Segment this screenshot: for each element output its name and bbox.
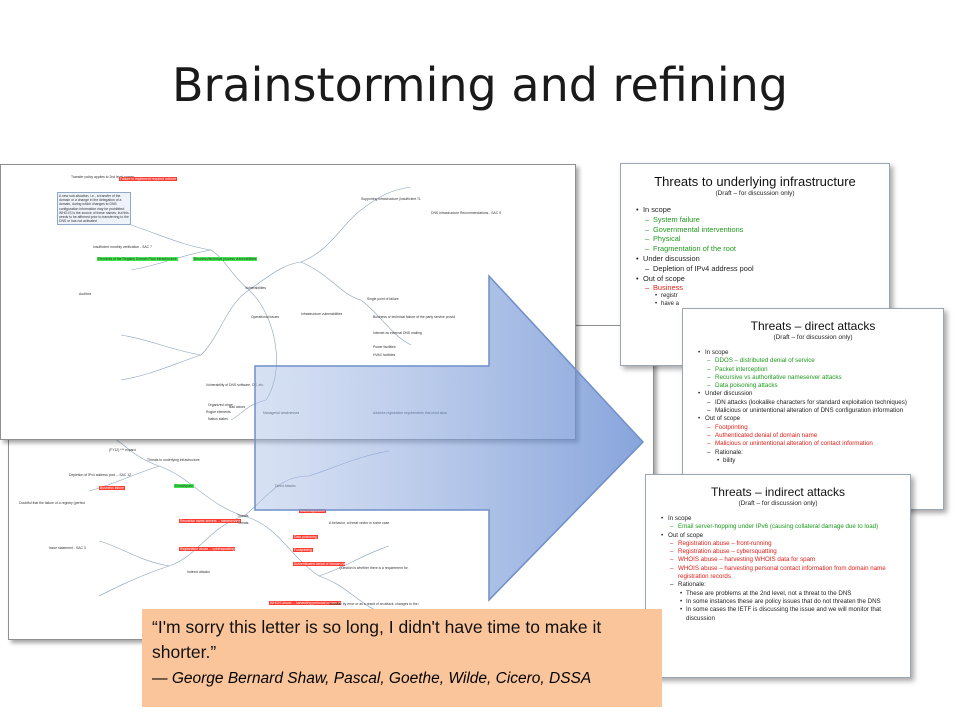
- mindmap-node: Footprinting: [293, 548, 313, 553]
- mindmap-node: Misconfiguration: [299, 509, 326, 514]
- bullet-level-1: Out of scope: [698, 415, 929, 424]
- mindmap-node: Auditors: [79, 292, 92, 296]
- mindmap-node: Elements of the Registry Domain Flow Inf…: [97, 257, 178, 262]
- mindmap-node: A behavior, a threat vector in some case…: [329, 521, 389, 525]
- bullet-level-2: Physical: [643, 234, 875, 244]
- mindmap-node: Infrastructure vulnerabilities: [301, 312, 343, 316]
- mindmap-node: Doubtful that the failure of a registry …: [19, 501, 85, 505]
- bullet-level-1: In scope: [698, 349, 929, 358]
- bullet-level-2: Recursive vs authoritative nameserver at…: [705, 374, 929, 383]
- mindmap-node: Power facilities: [373, 345, 396, 349]
- bullet-level-2: Malicious or unintentional alteration of…: [705, 407, 929, 416]
- mindmap-node: WHOIS abuse -- harvesting personal conta…: [269, 601, 341, 606]
- mindmap-node: Business/technical process vulnerabiliti…: [193, 257, 258, 262]
- mindmap-node: A new sub-situation, i.e., a transfer of…: [57, 192, 131, 226]
- bullet-level-1: Out of scope: [636, 274, 875, 284]
- thumb-subtitle: (Draft – for discussion only): [773, 334, 853, 341]
- mindmap-node: Whether by error or as a result of an at…: [329, 602, 419, 606]
- bullet-level-2: IDN attacks (lookalike characters for st…: [705, 399, 929, 408]
- bullet-level-2: Packet interception: [705, 366, 929, 375]
- bullet-level-2: WHOIS abuse – harvesting personal contac…: [668, 565, 896, 582]
- mindmap-node: (FY12) *** expand: [109, 448, 137, 452]
- quote-box: “I'm sorry this letter is so long, I did…: [142, 609, 662, 707]
- mindmap-node: Supporting infrastructure (insufficient …: [361, 197, 421, 201]
- bullet-level-1: In scope: [661, 515, 896, 524]
- mindmap-node: Email/spam: [174, 484, 194, 489]
- bullet-level-2: Rationale:: [668, 581, 896, 590]
- bullet-level-2: Malicious or unintentional alteration of…: [705, 440, 929, 449]
- mindmap-node: HVAC facilities: [373, 353, 396, 357]
- mindmap-node: Operational issues: [251, 315, 280, 319]
- bullet-level-2: Email server-hopping under IPv6 (causing…: [668, 523, 896, 532]
- bullet-level-2: WHOIS abuse – harvesting WHOIS data for …: [668, 556, 896, 565]
- bullet-level-3: In some instances these are policy issue…: [668, 598, 896, 607]
- thumb-subtitle: (Draft – for discussion only): [738, 500, 818, 507]
- mindmap-node: Question is whether there is a requireme…: [339, 566, 409, 570]
- bullet-level-1: Under discussion: [636, 254, 875, 264]
- mindmap-node: Insufficient monthly verification - SAC …: [93, 245, 152, 249]
- thumb-title: Threats – indirect attacks: [710, 485, 846, 499]
- bullet-level-2: Footprinting: [705, 424, 929, 433]
- thumb-bullets: In scopeDDOS – distributed denial of ser…: [697, 349, 929, 465]
- mindmap-node: Business failure: [99, 486, 125, 491]
- mindmap-node: Single point of failure: [367, 297, 399, 301]
- mindmap-node: Registration abuse -- cybersquatting: [179, 547, 236, 552]
- bullet-level-2: Registration abuse – front-running: [668, 540, 896, 549]
- quote-text: “I'm sorry this letter is so long, I did…: [152, 617, 602, 662]
- bullet-level-2: Fragmentation of the root: [643, 244, 875, 254]
- mindmap-node: Nation states: [208, 417, 228, 421]
- mindmap-node: Direct Attacks: [275, 484, 296, 488]
- mindmap-node: Managerial weaknesses: [263, 411, 300, 415]
- mindmap-node: Depletion of IPv4 address pool -- SAC 12: [69, 473, 132, 477]
- bullet-level-3: have a: [643, 301, 875, 309]
- mindmap-node: Bad actors: [229, 405, 246, 409]
- mindmap-node: Authenticated denial of domain name: [293, 562, 345, 567]
- bullet-level-2: Governmental interventions: [643, 225, 875, 235]
- mindmap-center-label: Threats: [237, 521, 249, 525]
- mindmap-node: Business or technical failure of the par…: [373, 315, 455, 319]
- mindmap-node: Issue statement - SAC 3: [49, 546, 86, 550]
- mindmap-node: Vulnerability of DNS software, OS, etc.: [206, 383, 265, 387]
- bullet-level-2: System failure: [643, 215, 875, 225]
- bullet-level-1: In scope: [636, 205, 875, 215]
- quote-dash: —: [152, 670, 168, 687]
- bullet-level-1: Under discussion: [698, 390, 929, 399]
- bullet-level-2: Authenticated denial of domain name: [705, 432, 929, 441]
- bullet-level-2: DDOS – distributed denial of service: [705, 357, 929, 366]
- quote-attribution-line: — George Bernard Shaw, Pascal, Goethe, W…: [152, 667, 652, 691]
- mindmap-node: Internet as external DNS mailing: [373, 331, 422, 335]
- mindmap-node: Address registration requirements that m…: [373, 411, 448, 415]
- bullet-level-2: Depletion of IPv4 address pool: [643, 264, 875, 274]
- thumb-title: Threats – direct attacks: [750, 319, 876, 333]
- bullet-level-2: Rationale:: [705, 449, 929, 458]
- mindmap-node: Data poisoning: [293, 535, 318, 540]
- bullet-level-3: registr: [643, 293, 875, 301]
- bullet-level-3: In some cases the IETF is discussing the…: [668, 606, 896, 623]
- bullet-level-3: These are problems at the 2nd level, not…: [668, 590, 896, 599]
- mindmap-node: Transfer policy applies to 2nd level nam…: [71, 175, 135, 179]
- thumb-subtitle: (Draft – for discussion only): [715, 190, 795, 197]
- mindmap-vulnerabilities: Transfer policy applies to 2nd level nam…: [0, 164, 576, 440]
- bullet-level-1: Out of scope: [661, 532, 896, 541]
- slide-thumb-indirect-attacks: Threats – indirect attacks (Draft – for …: [645, 474, 911, 678]
- mindmap-node: Indirect attacks: [187, 570, 210, 574]
- quote-attribution: George Bernard Shaw, Pascal, Goethe, Wil…: [171, 670, 592, 687]
- thumb-title: Threats to underlying infrastructure: [654, 174, 856, 189]
- mindmap-node: Threats: [237, 514, 249, 518]
- bullet-level-2: Data poisoning attacks: [705, 382, 929, 391]
- mindmap-node: Threats to underlying infrastructure: [147, 458, 200, 462]
- bullet-level-2: Registration abuse – cybersquatting: [668, 548, 896, 557]
- mindmap-node: Organized crime: [208, 403, 233, 407]
- mindmap-node: Recursive name servers -- nameserving: [179, 519, 242, 524]
- thumb-bullets: In scopeEmail server-hopping under IPv6 …: [660, 515, 896, 623]
- bullet-level-3: bility: [705, 457, 929, 466]
- mindmap-node: DNS Infrastructure Recommendations - SAC…: [431, 211, 502, 215]
- thumb-bullets: In scopeSystem failureGovernmental inter…: [635, 205, 875, 309]
- mindmap-node: Failure to implement required rollover: [119, 177, 178, 182]
- bullet-level-2: Business: [643, 283, 875, 293]
- mindmap-node: Rogue elements: [206, 410, 231, 414]
- slide-title: Brainstorming and refining: [171, 58, 789, 112]
- mindmap-center-label: Vulnerabilities: [245, 286, 266, 290]
